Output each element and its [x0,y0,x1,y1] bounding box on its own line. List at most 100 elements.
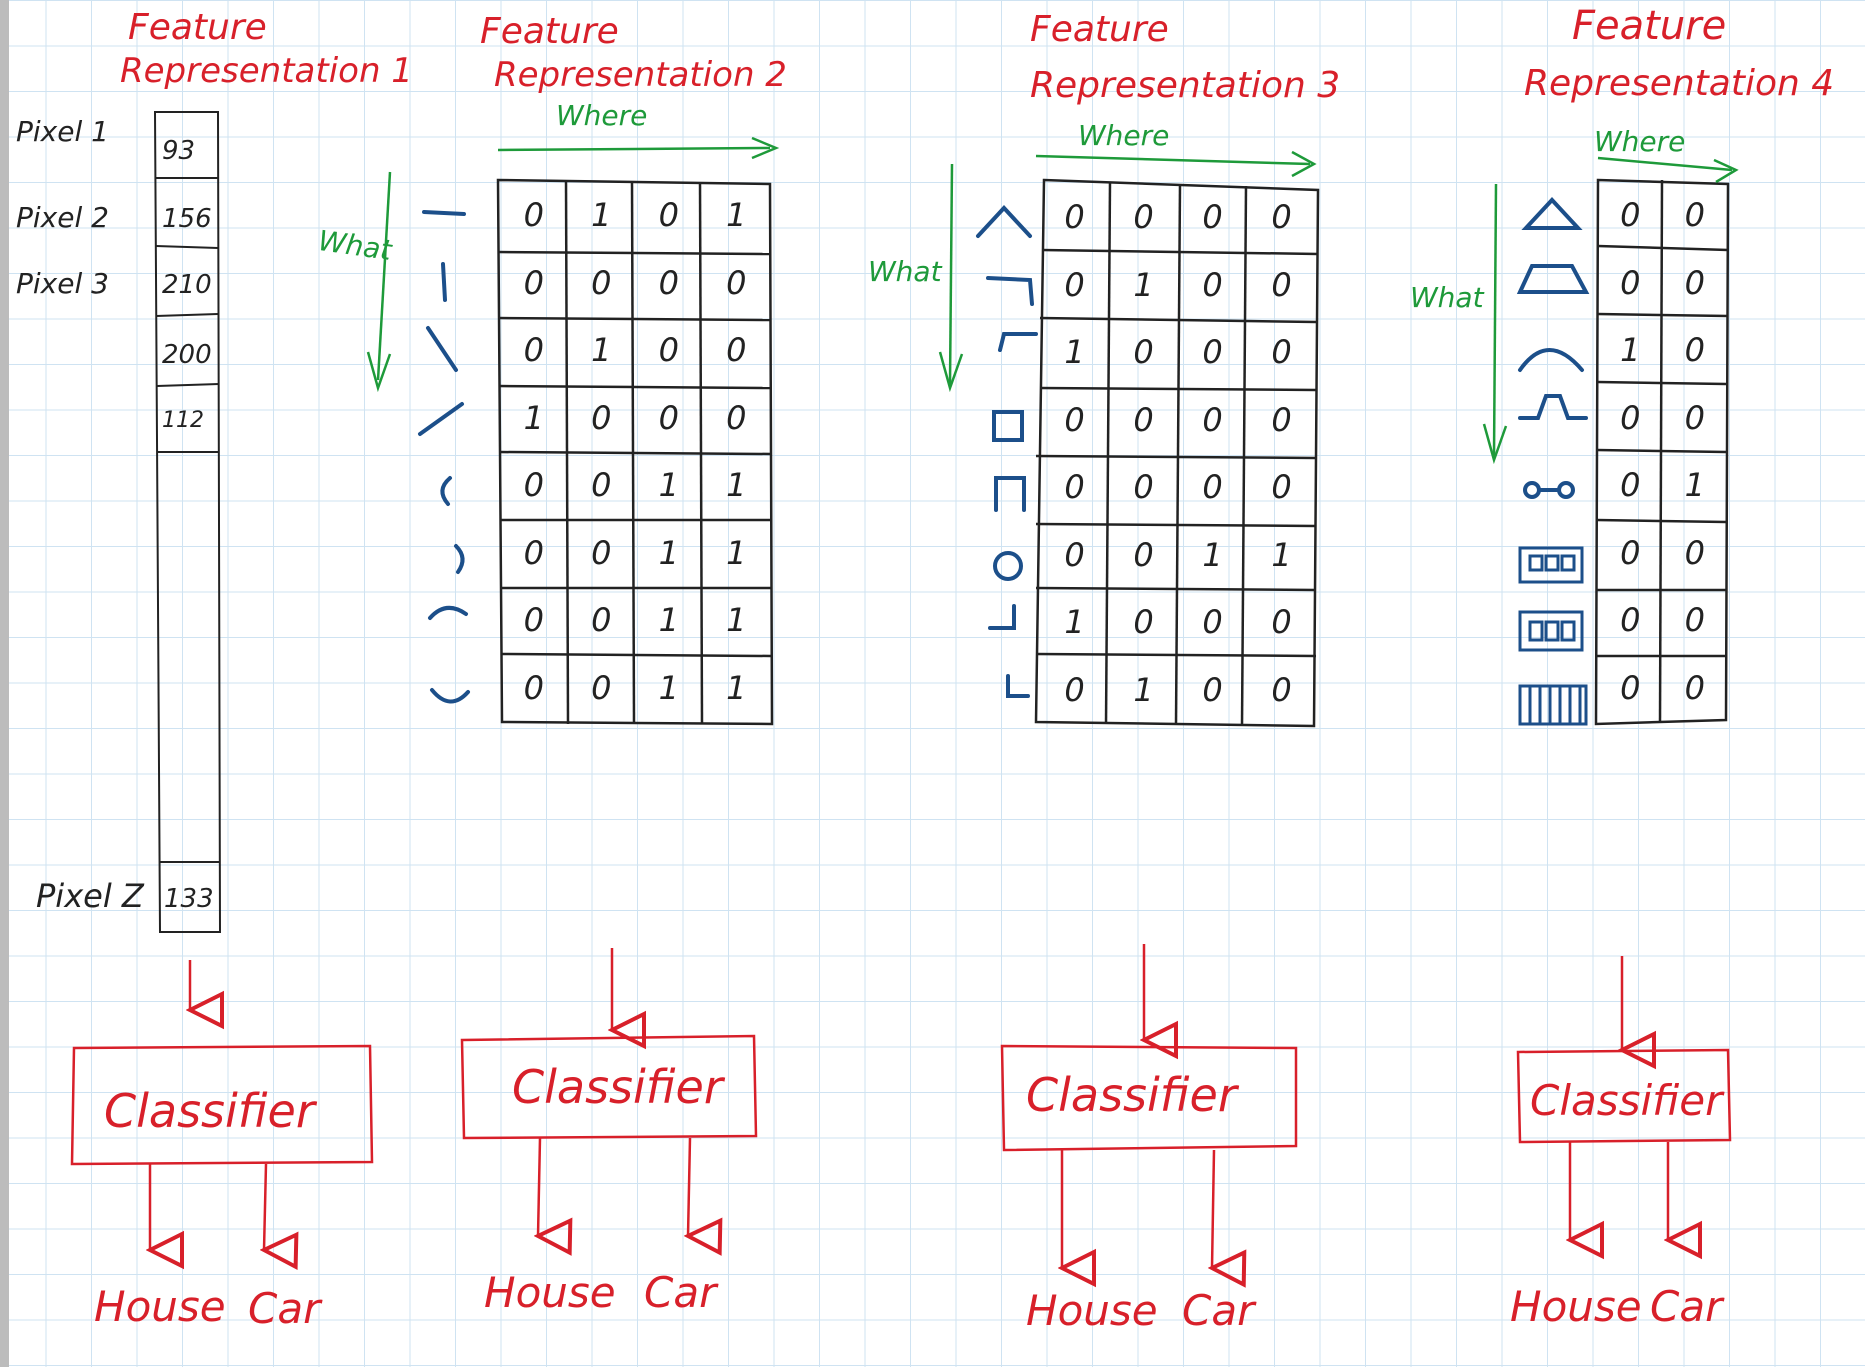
grid-cell: 0 [1684,601,1705,639]
grid-cell: 0 [1271,603,1292,641]
left-arc-icon [440,476,452,506]
grid-cell: 1 [726,601,747,639]
panel1-output-car: Car [248,1284,321,1333]
panel1-output-house: House [94,1282,226,1331]
grid-cell: 0 [1133,400,1154,439]
grid-cell: 0 [591,466,612,504]
bump-icon [1518,394,1588,420]
page-edge-bar [0,0,9,1367]
grid-cell: 0 [1202,670,1223,709]
corner-top-right-icon [986,276,1034,306]
panel4-title-line1: Feature [1572,3,1727,49]
grid-cell: 0 [523,331,544,369]
grid-cell: 0 [1271,265,1292,304]
grid-cell: 1 [1620,331,1641,369]
grid-cell: 0 [658,398,679,437]
grid-cell: 0 [1064,198,1085,236]
fence-icon [1518,684,1588,726]
grid-cell: 0 [658,196,679,234]
grid-cell: 0 [591,601,612,639]
grid-cell: 1 [1271,535,1292,574]
grid-cell: 1 [658,466,679,504]
grid-cell: 0 [523,196,544,234]
pixel-2-label: Pixel 2 [16,201,109,234]
grid-cell: 0 [1064,670,1085,709]
grid-cell: 1 [1684,466,1705,504]
grid-cell: 0 [1684,533,1705,572]
grid-cell: 0 [1620,466,1641,504]
grid-cell: 1 [726,668,747,707]
grid-cell: 0 [523,533,544,572]
right-arc-icon [454,544,465,574]
grid-cell: 0 [523,668,544,707]
grid-cell: 0 [1202,468,1223,506]
panel1-classifier-label: Classifier [104,1084,315,1138]
grid-cell: 1 [1133,265,1154,304]
panel3-title-line2: Representation 3 [1030,65,1341,106]
panel2-title-line2: Representation 2 [494,55,787,95]
grid-cell: 0 [1620,668,1641,707]
circle-icon [993,551,1023,581]
grid-cell: 0 [523,601,544,639]
panel2-feature-icons [418,210,470,704]
diagonal-up-line-icon [418,402,464,436]
grid-cell: 0 [1684,331,1705,369]
grid-cell: 0 [1271,670,1292,709]
grid-cell: 1 [1202,535,1223,574]
corner-bottom-left-icon [1006,674,1030,698]
grid-cell: 1 [591,196,612,234]
grid-cell: 0 [1133,603,1154,641]
panel2-axes [366,136,780,393]
corner-bottom-right-icon [988,604,1016,630]
vertical-line-icon [441,262,447,302]
grid-cell: 0 [1684,196,1705,234]
panel2-classifier-label: Classifier [512,1060,723,1114]
panel4-classifier-label: Classifier [1530,1076,1723,1125]
panel2-output-house: House [484,1268,616,1317]
grid-cell: 0 [1684,398,1705,437]
pixel-z-label: Pixel Z [36,877,144,915]
panel4-output-house: House [1510,1282,1642,1331]
corner-top-left-icon [998,332,1038,352]
grid-cell: 0 [1202,400,1223,439]
grid-cell: 1 [523,398,544,437]
grid-cell: 0 [1684,668,1705,707]
bottom-arc-icon [430,688,470,704]
grid-cell: 0 [726,398,747,437]
grid-cell: 0 [1064,468,1085,506]
grid-cell: 1 [591,331,612,369]
panel2-where-label: Where [556,99,648,132]
pixel-value-5: 112 [162,408,204,433]
panel1-title-line1: Feature [128,7,267,48]
grid-cell: 0 [1064,265,1085,304]
panel4-feature-icons [1516,197,1590,726]
panel4-classifier-box [1516,956,1732,1240]
car-windows-icon [1518,546,1584,584]
pixel-3-label: Pixel 3 [16,267,109,300]
trapezoid-icon [1516,264,1590,294]
grid-cell: 0 [726,263,747,302]
panel3-output-house: House [1026,1286,1158,1335]
grid-cell: 0 [1620,196,1641,234]
square-icon [992,410,1024,442]
panel4-where-label: Where [1594,125,1686,158]
grid-cell: 0 [1271,333,1292,371]
panel2-grid-lines [496,178,774,726]
grid-cell: 0 [1620,398,1641,437]
grid-cell: 1 [658,601,679,639]
grid-cell: 0 [523,263,544,302]
panel3-grid-lines [1034,178,1320,728]
diagonal-down-line-icon [426,326,458,372]
grid-cell: 0 [591,263,612,302]
grid-cell: 1 [726,533,747,572]
panel4-grid-lines [1594,178,1730,726]
panel3-where-label: Where [1078,119,1170,152]
grid-cell: 1 [1064,333,1085,371]
grid-cell: 0 [658,331,679,369]
grid-cell: 1 [726,196,747,234]
grid-cell: 0 [1620,601,1641,639]
pixel-value-3: 210 [162,270,212,300]
grid-cell: 1 [1133,670,1154,709]
grid-cell: 0 [1684,263,1705,302]
